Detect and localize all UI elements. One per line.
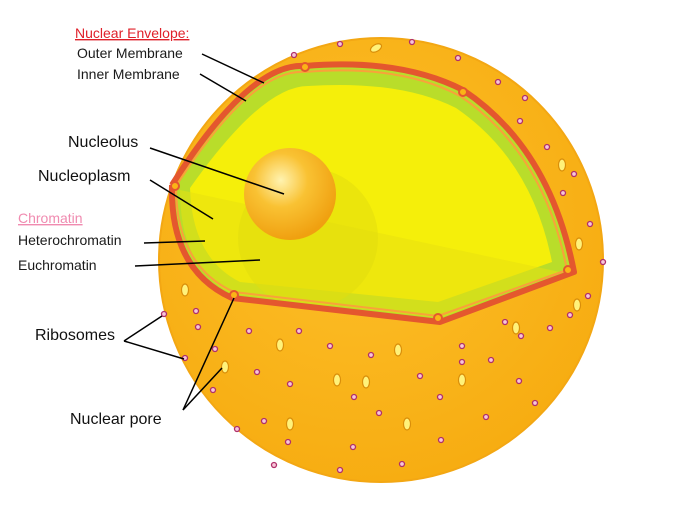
- heterochromatin-label: Heterochromatin: [18, 232, 122, 248]
- outer-membrane: [168, 61, 577, 325]
- nucleolus-label: Nucleolus: [68, 134, 138, 151]
- surface-pores: [180, 43, 584, 431]
- nucleoplasm-label: Nucleoplasm: [38, 168, 130, 185]
- ribosomes-leader-2: [123, 340, 185, 360]
- heterochromatin-leader: [143, 240, 206, 244]
- nuclear-envelope-heading: Nuclear Envelope:: [75, 25, 189, 41]
- nuclear-pore-leader-1: [182, 297, 235, 411]
- inner-membrane-label: Inner Membrane: [77, 66, 180, 82]
- nucleolus-sphere: [244, 148, 336, 240]
- nuclear-pore-4: [433, 313, 443, 323]
- nucleolus-leader: [149, 147, 285, 195]
- inner-membrane-leader: [199, 73, 247, 102]
- nuclear-pore-2: [458, 87, 468, 97]
- euchromatin-label: Euchromatin: [18, 257, 97, 273]
- chromatin-heading: Chromatin: [18, 210, 83, 226]
- nuclear-pore-leader-2: [182, 367, 223, 411]
- outer-membrane-leader: [201, 53, 265, 84]
- nuclear-pore-label: Nuclear pore: [70, 411, 162, 428]
- outer-membrane-label: Outer Membrane: [77, 45, 183, 61]
- nuclear-envelope: [168, 61, 577, 325]
- ribosomes-label: Ribosomes: [35, 327, 115, 344]
- nuclear-pore-3: [563, 265, 573, 275]
- nuclear-pore-6: [170, 181, 180, 191]
- nucleoplasm-leader: [149, 179, 214, 220]
- leader-lines: [123, 53, 285, 411]
- nuclear-pore-1: [300, 62, 310, 72]
- euchromatin-leader: [134, 259, 261, 267]
- cutaway-interior: [172, 66, 572, 321]
- nuclear-pore-5: [229, 290, 239, 300]
- ribosomes: [160, 38, 607, 474]
- ribosomes-leader-1: [123, 315, 163, 342]
